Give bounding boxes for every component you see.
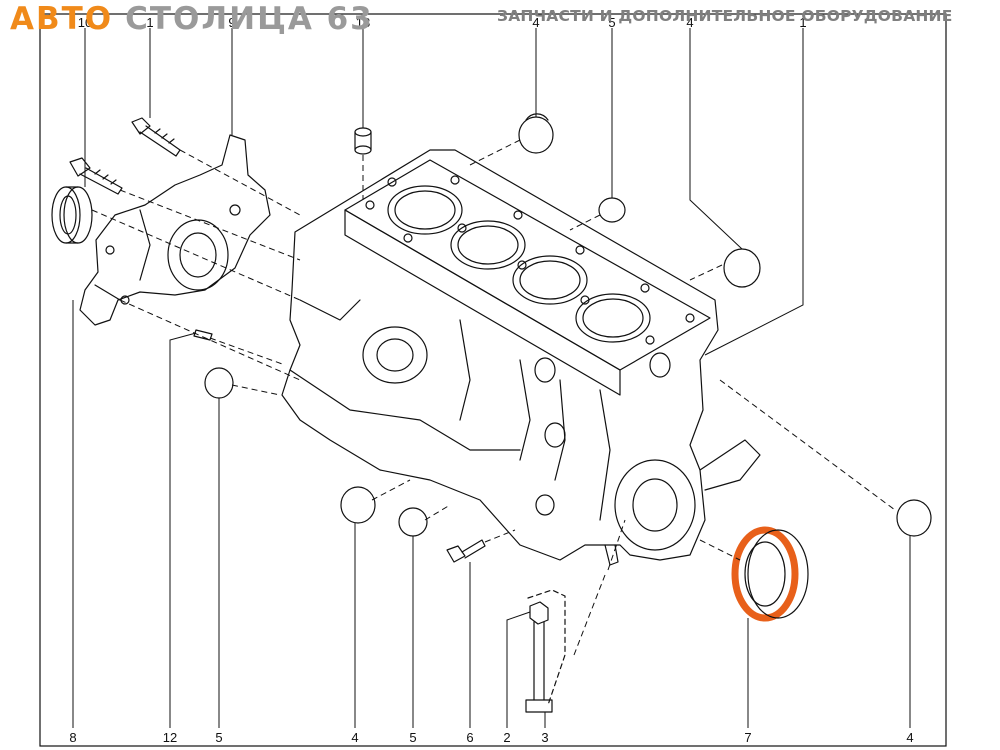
callout-bottom-label: 2	[503, 730, 510, 745]
callout-top-label: 9	[228, 15, 235, 30]
callout-bottom-label: 8	[69, 730, 76, 745]
callout-bottom-label: 12	[163, 730, 177, 745]
expansion-plug	[896, 499, 932, 537]
callout-top-label: 5	[608, 15, 615, 30]
block-rear-crank-bore	[614, 459, 696, 551]
callout-labels: 10 1 9 13 4 5 4 1 8 12 5 4 5 6 2 3 7 4	[69, 15, 913, 745]
brand-logo-part2: СТОЛИЦА 63	[125, 1, 374, 37]
expansion-plug	[204, 367, 234, 399]
rear-oil-seal	[731, 526, 809, 622]
callout-bottom-label: 7	[744, 730, 751, 745]
cylinder-bore	[519, 260, 581, 300]
expansion-plug	[340, 486, 376, 524]
callout-bottom-label: 3	[541, 730, 548, 745]
brand-tagline: ЗАПЧАСТИ И ДОПОЛНИТЕЛЬНОЕ ОБОРУДОВАНИЕ	[497, 7, 953, 25]
bolt	[131, 117, 181, 157]
bolt	[69, 157, 123, 195]
cylinder-bore	[512, 255, 588, 305]
stud-bolt	[525, 601, 553, 713]
cylinder-bore	[582, 298, 644, 338]
bolt	[446, 539, 486, 563]
expansion-plug	[598, 197, 626, 223]
assembly-lines	[91, 139, 896, 656]
callout-bottom-label: 5	[409, 730, 416, 745]
callout-top-label: 1	[146, 15, 153, 30]
timing-cover	[79, 134, 271, 326]
callout-bottom-label: 4	[351, 730, 358, 745]
expansion-plug	[518, 113, 554, 154]
callout-top-label: 10	[78, 15, 92, 30]
callout-bottom-label: 4	[906, 730, 913, 745]
part-drawings	[51, 113, 932, 713]
callout-bottom-label: 6	[466, 730, 473, 745]
callout-top-label: 4	[686, 15, 693, 30]
cylinder-bore	[575, 293, 651, 343]
callout-top-label: 13	[356, 15, 370, 30]
leader-lines	[72, 28, 911, 728]
expansion-plug	[398, 507, 428, 537]
expansion-plug	[723, 248, 761, 288]
callout-top-label: 1	[799, 15, 806, 30]
engine-block-outline	[281, 149, 719, 561]
cylinder-bore	[450, 220, 526, 270]
block-front-crank-bore	[362, 326, 428, 384]
cylinder-bore	[394, 190, 456, 230]
dowel-pin	[193, 329, 213, 341]
callout-bottom-label: 5	[215, 730, 222, 745]
block-front-face	[344, 209, 621, 396]
brand-logo-part1: АВТО	[10, 1, 114, 37]
cylinder-bore	[457, 225, 519, 265]
cylinder-bore	[387, 185, 463, 235]
dowel-sleeve	[354, 127, 372, 155]
diagram-frame	[39, 13, 947, 747]
brand-logo: АВТО СТОЛИЦА 63	[10, 2, 374, 36]
callout-top-label: 4	[532, 15, 539, 30]
